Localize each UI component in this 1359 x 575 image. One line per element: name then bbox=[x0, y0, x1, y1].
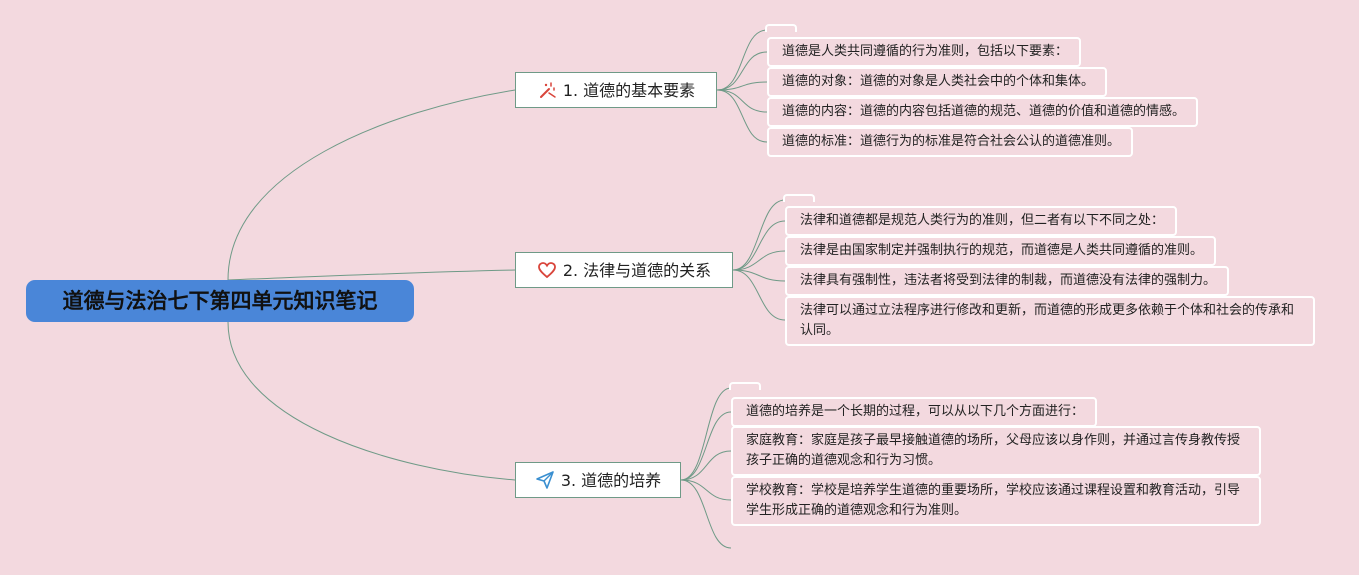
connector-b1-leaf-4 bbox=[716, 89, 768, 143]
branch-topic-1-label: 1. 道德的基本要素 bbox=[562, 80, 696, 100]
paper-plane-icon bbox=[535, 470, 555, 490]
connector-b1-leaf-2 bbox=[716, 81, 768, 91]
branch-topic-2[interactable]: 2. 法律与道德的关系 bbox=[515, 252, 733, 288]
branch-topic-3[interactable]: 3. 道德的培养 bbox=[515, 462, 681, 498]
subtopic-2-4[interactable]: 法律可以通过立法程序进行修改和更新，而道德的形成更多依赖于个体和社会的传承和认同… bbox=[785, 296, 1315, 346]
connector-b2-leaf-1 bbox=[732, 220, 786, 271]
subtopic-3-3[interactable]: 学校教育：学校是培养学生道德的重要场所，学校应该通过课程设置和教育活动，引导学生… bbox=[731, 476, 1261, 526]
connector-b2-stub bbox=[732, 199, 786, 271]
branch-topic-3-label: 3. 道德的培养 bbox=[560, 470, 662, 490]
empty-subtopic[interactable] bbox=[729, 382, 761, 390]
branch-topic-2-label: 2. 法律与道德的关系 bbox=[562, 260, 712, 280]
subtopic-1-3[interactable]: 道德的内容：道德的内容包括道德的规范、道德的价值和道德的情感。 bbox=[767, 97, 1199, 127]
connector-root-branch-3 bbox=[227, 321, 516, 481]
connector-b3-leaf-3 bbox=[680, 479, 732, 501]
connector-b3-leaf-2 bbox=[680, 450, 732, 481]
subtopic-1-4[interactable]: 道德的标准：道德行为的标准是符合社会公认的道德准则。 bbox=[767, 127, 1134, 157]
subtopic-2-1[interactable]: 法律和道德都是规范人类行为的准则，但二者有以下不同之处： bbox=[785, 206, 1178, 236]
heart-icon bbox=[537, 260, 557, 280]
subtopic-2-3[interactable]: 法律具有强制性，违法者将受到法律的制裁，而道德没有法律的强制力。 bbox=[785, 266, 1230, 296]
connector-b1-leaf-3 bbox=[716, 89, 768, 113]
branch-topic-1[interactable]: 1. 道德的基本要素 bbox=[515, 72, 717, 108]
connector-b1-leaf-1 bbox=[716, 51, 768, 91]
subtopic-1-2[interactable]: 道德的对象：道德的对象是人类社会中的个体和集体。 bbox=[767, 67, 1108, 97]
connector-root-branch-2 bbox=[227, 269, 516, 281]
empty-subtopic[interactable] bbox=[783, 194, 815, 202]
connector-b1-stub bbox=[716, 29, 768, 91]
connector-root-branch-1 bbox=[227, 89, 516, 281]
subtopic-3-2[interactable]: 家庭教育：家庭是孩子最早接触道德的场所，父母应该以身作则，并通过言传身教传授孩子… bbox=[731, 426, 1261, 476]
empty-subtopic[interactable] bbox=[765, 24, 797, 32]
connector-b3-stub bbox=[680, 387, 732, 481]
connector-b3-leaf-1 bbox=[680, 411, 732, 481]
root-topic[interactable]: 道德与法治七下第四单元知识笔记 bbox=[26, 280, 414, 322]
connector-b2-leaf-3 bbox=[732, 269, 786, 282]
connector-b2-leaf-2 bbox=[732, 250, 786, 271]
connector-b3-tail bbox=[680, 479, 732, 549]
subtopic-2-2[interactable]: 法律是由国家制定并强制执行的规范，而道德是人类共同遵循的准则。 bbox=[785, 236, 1217, 266]
magic-wand-icon bbox=[537, 80, 557, 100]
connector-b2-leaf-4 bbox=[732, 269, 786, 321]
subtopic-3-1[interactable]: 道德的培养是一个长期的过程，可以从以下几个方面进行： bbox=[731, 397, 1098, 427]
subtopic-1-1[interactable]: 道德是人类共同遵循的行为准则，包括以下要素： bbox=[767, 37, 1082, 67]
